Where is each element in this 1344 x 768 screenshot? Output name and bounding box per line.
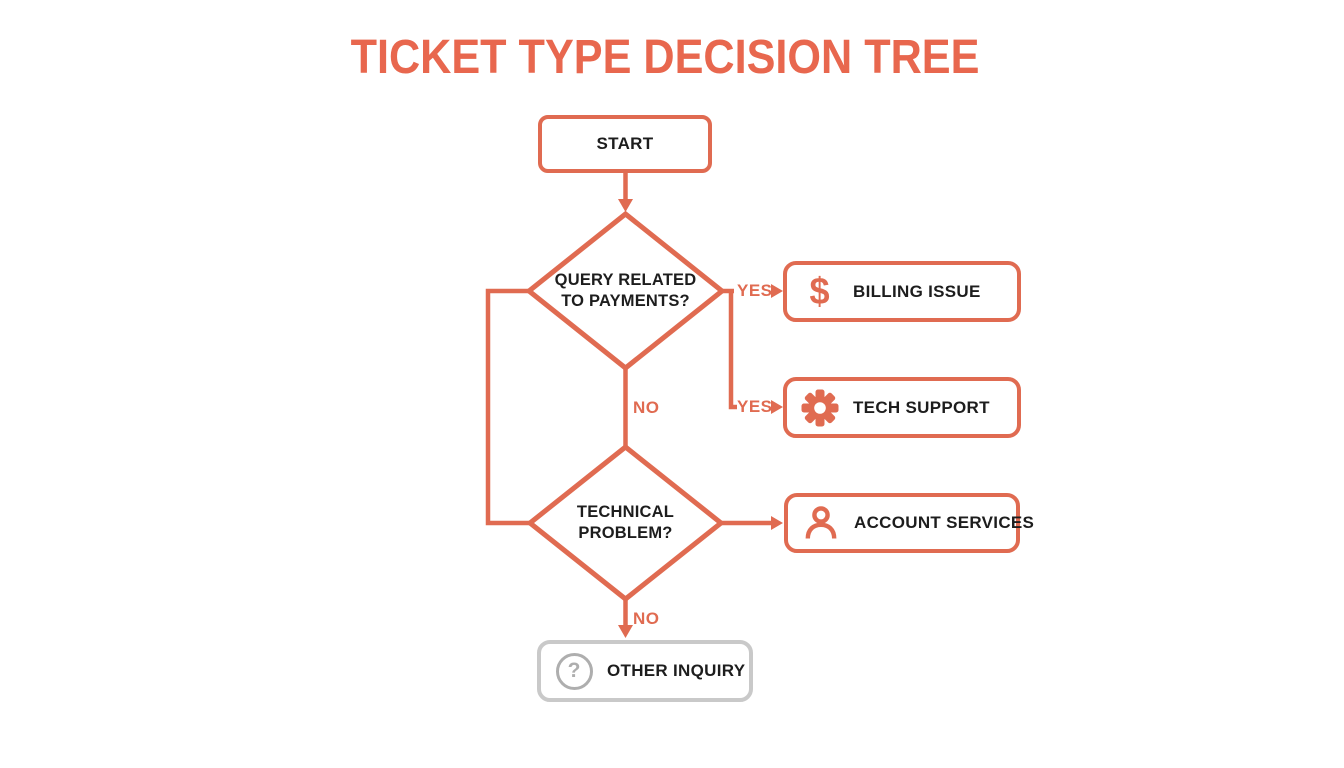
gear-icon — [787, 387, 853, 429]
start-node-label: START — [596, 134, 654, 153]
arrowhead-right-billing — [771, 284, 783, 298]
edge-label-no-other: NO — [633, 609, 660, 628]
dollar-icon: $ — [809, 270, 831, 313]
arrowhead-down-other — [618, 625, 633, 638]
account-services-node: ACCOUNT SERVICES — [784, 493, 1034, 553]
other-inquiry-label: OTHER INQUIRY — [607, 661, 746, 680]
question-icon: ? — [541, 652, 607, 690]
edge-label-no-decision2: NO — [633, 398, 660, 417]
connector-left-bracket — [485, 288, 530, 526]
other-inquiry-node: ? OTHER INQUIRY — [537, 640, 753, 702]
connector-junction-tech — [728, 291, 737, 410]
page-title: TICKET TYPE DECISION TREE — [350, 31, 980, 84]
arrowhead-right-account — [771, 516, 783, 530]
arrowhead-down-decision1 — [618, 199, 633, 212]
arrowhead-right-tech — [771, 400, 783, 414]
billing-issue-node: $ BILLING ISSUE — [783, 261, 1021, 322]
person-icon — [788, 503, 854, 543]
account-services-label: ACCOUNT SERVICES — [854, 513, 1035, 532]
edge-label-yes-billing: YES — [737, 281, 773, 300]
edge-label-yes-tech: YES — [737, 397, 773, 416]
decision1-label: QUERY RELATED TO PAYMENTS? — [554, 271, 697, 310]
tech-support-label: TECH SUPPORT — [853, 397, 990, 417]
start-node: START — [538, 115, 712, 173]
tech-support-node: TECH SUPPORT — [783, 377, 1021, 438]
billing-issue-label: BILLING ISSUE — [853, 281, 981, 301]
decision2-label: TECHNICAL PROBLEM? — [576, 503, 675, 542]
